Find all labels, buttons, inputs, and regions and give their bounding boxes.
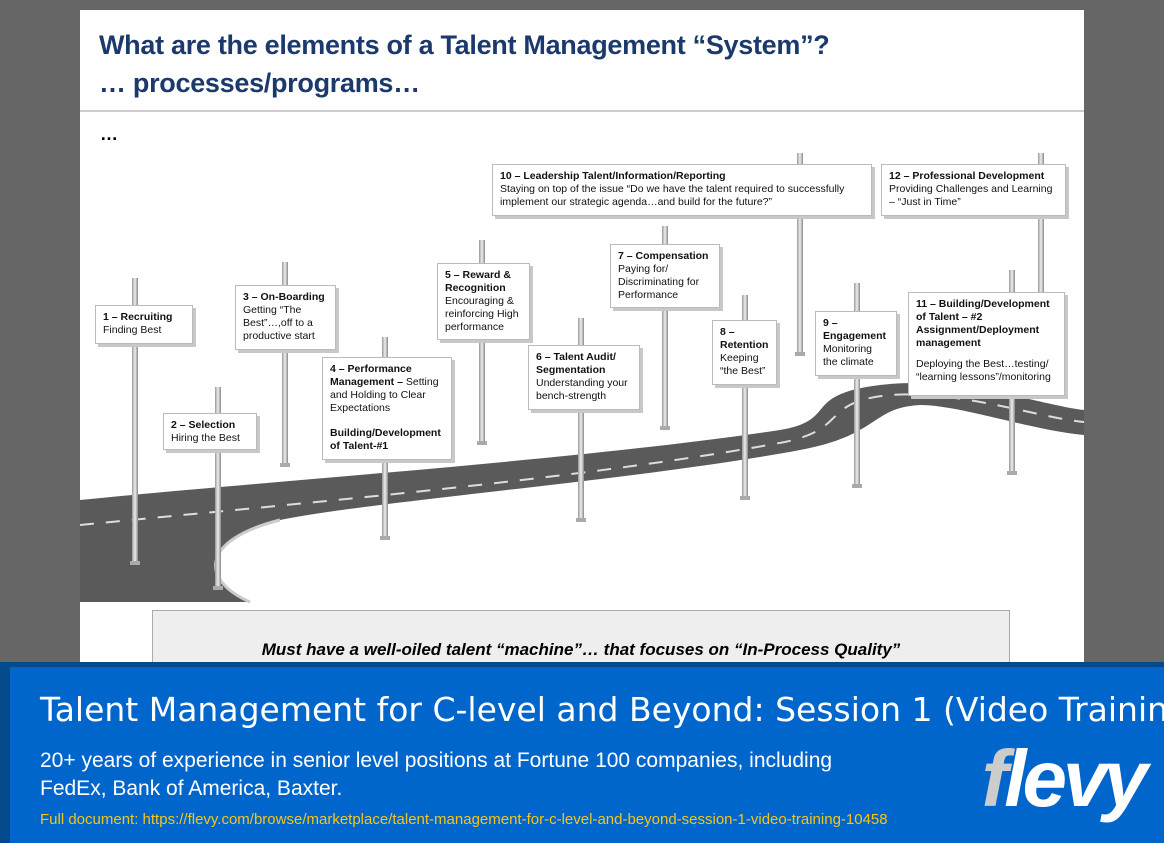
pole-base (477, 441, 487, 445)
sign-pole (479, 240, 485, 445)
pole-base (740, 496, 750, 500)
road-center-line (80, 393, 1084, 526)
sign-pole (282, 262, 288, 467)
sign-pole (742, 295, 748, 500)
pole-base (660, 426, 670, 430)
slide-subtitle: … processes/programs… (99, 68, 420, 98)
divider (80, 110, 1084, 112)
pole-base (380, 536, 390, 540)
sign-performance-management: 4 – Performance Management – Setting and… (322, 357, 452, 460)
banner-description: 20+ years of experience in senior level … (40, 749, 833, 800)
pole-base (130, 561, 140, 565)
document-link[interactable]: Full document: https://flevy.com/browse/… (40, 811, 888, 828)
sign-leadership-talent: 10 – Leadership Talent/Information/Repor… (492, 164, 872, 216)
sign-building-development-2: 11 – Building/Development of Talent – #2… (908, 292, 1065, 396)
flevy-logo: flevy (981, 734, 1148, 823)
sign-pole (797, 153, 803, 356)
road (80, 382, 1084, 602)
banner: Talent Management for C-level and Beyond… (0, 662, 1164, 843)
pole-base (280, 463, 290, 467)
pole-base (795, 352, 805, 356)
sign-pole (1038, 153, 1044, 300)
sign-pole (662, 226, 668, 430)
slide-title: What are the elements of a Talent Manage… (99, 30, 830, 60)
pole-base (852, 484, 862, 488)
sign-pole (578, 318, 584, 522)
pole-base (213, 586, 223, 590)
callout-text: Must have a well-oiled talent “machine”…… (261, 640, 901, 659)
pole-base (576, 518, 586, 522)
sign-pole (215, 387, 221, 590)
sign-pole (854, 283, 860, 488)
callout-box: Must have a well-oiled talent “machine”…… (152, 610, 1010, 670)
banner-title: Talent Management for C-level and Beyond… (40, 690, 1164, 729)
sign-pole (132, 278, 138, 565)
slide: What are the elements of a Talent Manage… (80, 10, 1084, 670)
ellipsis: … (100, 124, 118, 144)
pole-base (1007, 471, 1017, 475)
